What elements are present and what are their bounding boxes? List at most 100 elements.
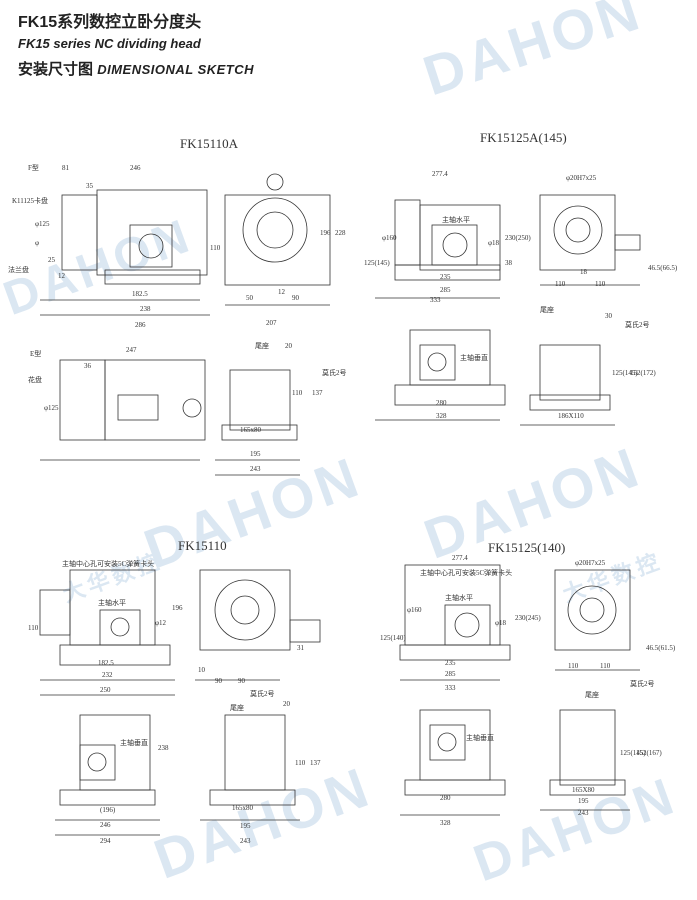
dim-label: 主轴垂直 bbox=[460, 353, 488, 362]
dim-label: 主轴垂直 bbox=[466, 733, 494, 742]
dim-label: 125(145) bbox=[364, 259, 390, 267]
dim-label: 137 bbox=[310, 759, 321, 767]
dim-label: 246 bbox=[130, 164, 141, 172]
section-title-fk15110a: FK15110A bbox=[180, 136, 239, 151]
dim-label: F型 bbox=[28, 163, 39, 172]
dim-label: 165x80 bbox=[240, 426, 262, 434]
dim-label: 30 bbox=[605, 312, 613, 320]
dim-label: 50 bbox=[246, 294, 254, 302]
title-cn: FK15系列数控立卧分度头 bbox=[18, 14, 202, 31]
labels-fk15125: 277.4 主轴中心孔可安装5C弹簧卡头 φ160 主轴水平 φ18 230(2… bbox=[380, 554, 676, 827]
dim-label: 125(145) bbox=[612, 369, 638, 377]
dim-label: 莫氏2号 bbox=[322, 368, 347, 377]
dim-label: (196) bbox=[100, 806, 116, 814]
dim-label: 12 bbox=[278, 288, 286, 296]
dim-label: 110 bbox=[28, 624, 39, 632]
dim-label: 207 bbox=[266, 319, 277, 327]
dim-label: 246 bbox=[100, 821, 111, 829]
dim-label: 328 bbox=[440, 819, 451, 827]
dim-label: 110 bbox=[292, 389, 303, 397]
dim-label: 195 bbox=[578, 797, 589, 805]
dim-label: φ18 bbox=[495, 619, 507, 627]
dim-label: 228 bbox=[335, 229, 346, 237]
dim-label: E型 bbox=[30, 349, 41, 358]
dim-label: 90 bbox=[238, 677, 246, 685]
dim-label: 尾座 bbox=[230, 703, 244, 712]
dim-label: 196 bbox=[320, 229, 331, 237]
dim-label: 165x80 bbox=[232, 804, 254, 812]
dim-label: 165X80 bbox=[572, 786, 595, 794]
dim-label: 333 bbox=[445, 684, 456, 692]
dim-label: 280 bbox=[436, 399, 447, 407]
subtitle-en: DIMENSIONAL SKETCH bbox=[97, 62, 255, 77]
dim-label: 243 bbox=[578, 809, 589, 817]
dim-label: 286 bbox=[135, 321, 146, 329]
dim-label: 294 bbox=[100, 837, 111, 845]
dim-label: 18 bbox=[580, 268, 588, 276]
dim-label: φ160 bbox=[382, 234, 397, 242]
dim-label: φ12 bbox=[155, 619, 167, 627]
dim-label: 12 bbox=[58, 272, 66, 280]
dim-label: 243 bbox=[250, 465, 261, 473]
section-title-fk15125: FK15125(140) bbox=[488, 540, 566, 555]
dim-label: 90 bbox=[215, 677, 223, 685]
dim-label: 230(245) bbox=[515, 614, 541, 622]
dim-label: K11125卡盘 bbox=[12, 196, 48, 205]
dim-label: 182.5 bbox=[132, 290, 148, 298]
dim-label: 110 bbox=[295, 759, 306, 767]
dim-label: 232 bbox=[102, 671, 113, 679]
dim-label: 35 bbox=[86, 182, 94, 190]
dim-label: 31 bbox=[297, 644, 305, 652]
dim-label: 152(167) bbox=[636, 749, 662, 757]
dim-label: 125(145) bbox=[620, 749, 646, 757]
dim-label: 280 bbox=[440, 794, 451, 802]
dim-label: 主轴中心孔可安装5C弹簧卡头 bbox=[420, 568, 512, 577]
dim-label: 195 bbox=[240, 822, 251, 830]
dim-label: φ125 bbox=[35, 220, 50, 228]
dim-label: 235 bbox=[445, 659, 456, 667]
dim-label: 20 bbox=[283, 700, 291, 708]
dim-label: 238 bbox=[140, 305, 151, 313]
section-title-fk15125a: FK15125A(145) bbox=[480, 130, 567, 145]
dim-label: 230(250) bbox=[505, 234, 531, 242]
dim-label: 36 bbox=[84, 362, 92, 370]
dim-label: 110 bbox=[210, 244, 221, 252]
dim-label: 110 bbox=[568, 662, 579, 670]
dim-label: 莫氏2号 bbox=[630, 679, 655, 688]
dim-label: φ125 bbox=[44, 404, 59, 412]
dim-label: 235 bbox=[440, 273, 451, 281]
dim-label: 46.5(66.5) bbox=[648, 264, 678, 272]
dim-label: 38 bbox=[505, 259, 513, 267]
dim-label: 主轴水平 bbox=[98, 598, 126, 607]
dim-label: 尾座 bbox=[540, 305, 554, 314]
dim-label: 238 bbox=[158, 744, 169, 752]
dim-label: 81 bbox=[62, 164, 70, 172]
dim-label: 90 bbox=[292, 294, 300, 302]
dim-label: 20 bbox=[285, 342, 293, 350]
dim-label: 328 bbox=[436, 412, 447, 420]
dim-label: 主轴中心孔可安装5C弹簧卡头 bbox=[62, 559, 154, 568]
dim-label: 尾座 bbox=[255, 341, 269, 350]
subtitle: 安装尺寸图 DIMENSIONAL SKETCH bbox=[18, 58, 254, 79]
dim-label: 46.5(61.5) bbox=[646, 644, 676, 652]
dim-label: 285 bbox=[445, 670, 456, 678]
dim-label: 尾座 bbox=[585, 690, 599, 699]
dim-label: 花盘 bbox=[28, 375, 42, 384]
dim-label: 25 bbox=[48, 256, 56, 264]
dim-label: 125(140) bbox=[380, 634, 406, 642]
dim-label: 243 bbox=[240, 837, 251, 845]
labels-fk15110: 主轴中心孔可安装5C弹簧卡头 主轴水平 φ12 196 110 182.5 23… bbox=[28, 559, 321, 845]
dim-label: 110 bbox=[555, 280, 566, 288]
labels-fk15125a: 277.4 φ160 125(145) 主轴水平 φ18 230(250) 38… bbox=[364, 170, 678, 420]
dim-label: 莫氏2号 bbox=[625, 320, 650, 329]
dim-label: 主轴水平 bbox=[445, 593, 473, 602]
dim-label: 主轴水平 bbox=[442, 215, 470, 224]
dim-label: 110 bbox=[595, 280, 606, 288]
dim-label: φ20H7x25 bbox=[575, 559, 606, 567]
dim-label: 152(172) bbox=[630, 369, 656, 377]
section-title-fk15110: FK15110 bbox=[178, 538, 227, 553]
dim-label: 277.4 bbox=[452, 554, 468, 562]
dim-label: 277.4 bbox=[432, 170, 448, 178]
title-en: FK15 series NC dividing head bbox=[18, 36, 201, 51]
